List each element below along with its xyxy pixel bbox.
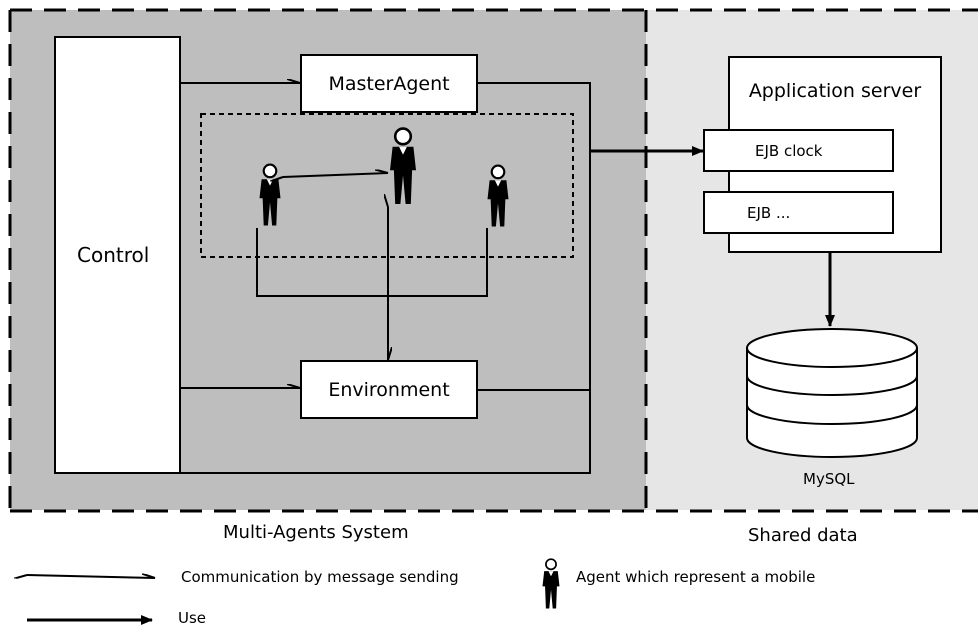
multi-agents-zone-label: Multi-Agents System bbox=[223, 522, 409, 543]
bus-line bbox=[181, 82, 591, 474]
agent-figure-right bbox=[486, 164, 510, 228]
environment-label: Environment bbox=[328, 378, 450, 401]
control-box: Control bbox=[54, 36, 181, 474]
control-label: Control bbox=[77, 243, 150, 267]
agent-figure-center bbox=[388, 127, 418, 206]
application-server-label: Application server bbox=[748, 80, 922, 102]
master-agent-box: MasterAgent bbox=[300, 54, 478, 113]
agent-group-box bbox=[200, 113, 574, 258]
legend-message-arrow bbox=[27, 575, 155, 578]
mysql-label: MySQL bbox=[803, 470, 855, 488]
legend-agent-icon bbox=[541, 558, 561, 610]
legend-use-label: Use bbox=[178, 609, 207, 627]
shared-data-zone-label: Shared data bbox=[748, 525, 858, 546]
ejb-more-box: EJB ... bbox=[703, 191, 894, 234]
legend-agent-label: Agent which represent a mobile bbox=[576, 568, 816, 586]
ejb-clock-label: EJB clock bbox=[755, 141, 823, 160]
environment-box: Environment bbox=[300, 360, 478, 419]
master-agent-label: MasterAgent bbox=[328, 72, 450, 95]
agents-env-links bbox=[256, 228, 488, 297]
legend-message-label: Communication by message sending bbox=[181, 568, 459, 586]
database-cylinder bbox=[746, 328, 918, 458]
ejb-more-label: EJB ... bbox=[747, 203, 791, 222]
zone-borders bbox=[8, 8, 978, 513]
msg-agent-agent bbox=[283, 173, 388, 177]
ejb-clock-box: EJB clock bbox=[703, 129, 894, 172]
agent-figure-left bbox=[258, 163, 282, 227]
